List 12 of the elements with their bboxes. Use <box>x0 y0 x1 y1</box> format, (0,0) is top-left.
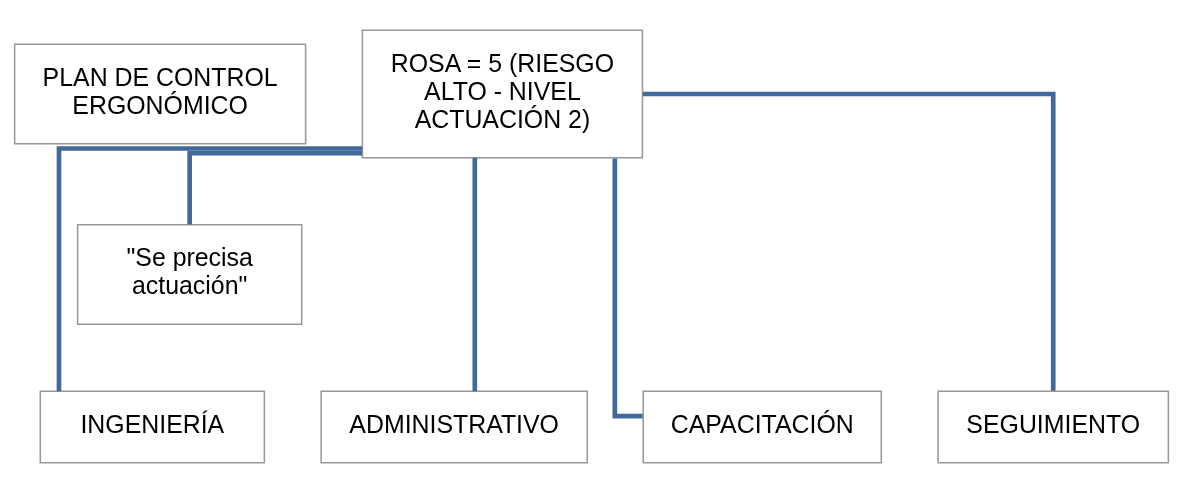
node-box: INGENIERÍA <box>39 390 266 464</box>
connector <box>56 146 363 392</box>
connector <box>612 158 643 419</box>
node-box: CAPACITACIÓN <box>642 390 883 464</box>
node-box: ADMINISTRATIVO <box>320 390 588 464</box>
node-box: ROSA = 5 (RIESGO ALTO - NIVEL ACTUACIÓN 2) <box>361 29 644 159</box>
node-box: PLAN DE CONTROL ERGONÓMICO <box>13 43 307 145</box>
connector <box>472 157 478 392</box>
node-box: SEGUIMIENTO <box>937 390 1170 464</box>
connector <box>642 91 1056 391</box>
connector <box>187 150 363 225</box>
node-box: "Se precisa actuación" <box>76 223 303 326</box>
